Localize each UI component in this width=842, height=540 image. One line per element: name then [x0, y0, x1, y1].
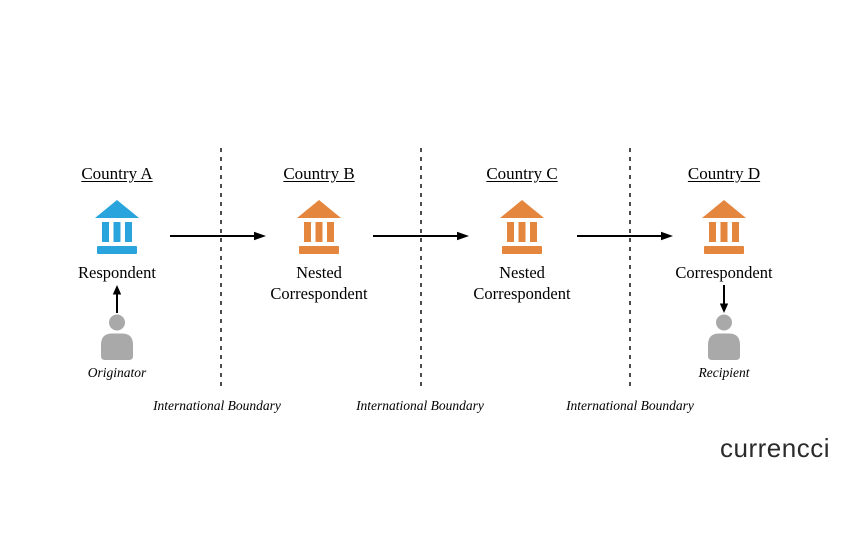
correspondent-bank-icon: [702, 200, 746, 254]
payment-arrow-b-to-c: [373, 231, 469, 241]
international-boundary-line-2: [420, 148, 422, 388]
nested-correspondent-bank-icon-1: [297, 200, 341, 254]
currencci-logo: currencci: [720, 433, 830, 463]
recipient-person-icon: [708, 314, 740, 360]
country-b-title: Country B: [283, 164, 355, 183]
originator-label: Originator: [87, 365, 147, 380]
country-b-section: Country B Nested Correspondent: [239, 163, 399, 304]
nested-correspondent-bank-icon-2: [500, 200, 544, 254]
country-a-section: Country A Respondent Originator: [37, 163, 197, 381]
international-boundary-label-2: International Boundary: [356, 398, 484, 413]
correspondent-label: Correspondent: [675, 263, 773, 282]
international-boundary-line-1: [220, 148, 222, 388]
originator-person-icon: [101, 314, 133, 360]
country-d-section: Country D Correspondent Recipient: [644, 163, 804, 381]
international-boundary-label-1: International Boundary: [153, 398, 281, 413]
respondent-bank-icon: [95, 200, 139, 254]
respondent-label: Respondent: [78, 263, 156, 282]
country-c-title: Country C: [486, 164, 558, 183]
nested-correspondent-label-1: Nested Correspondent: [270, 263, 368, 303]
nested-correspondent-label-2: Nested Correspondent: [473, 263, 571, 303]
international-boundary-label-3: International Boundary: [566, 398, 694, 413]
country-c-section: Country C Nested Correspondent: [442, 163, 602, 304]
payment-arrow-a-to-b: [170, 231, 266, 241]
country-d-title: Country D: [687, 164, 761, 183]
international-boundary-line-3: [629, 148, 631, 388]
arrow-up-originator-to-respondent: [112, 285, 122, 313]
payment-arrow-c-to-d: [577, 231, 673, 241]
arrow-down-correspondent-to-recipient: [719, 285, 729, 313]
country-a-title: Country A: [81, 164, 153, 183]
recipient-label: Recipient: [698, 365, 750, 380]
